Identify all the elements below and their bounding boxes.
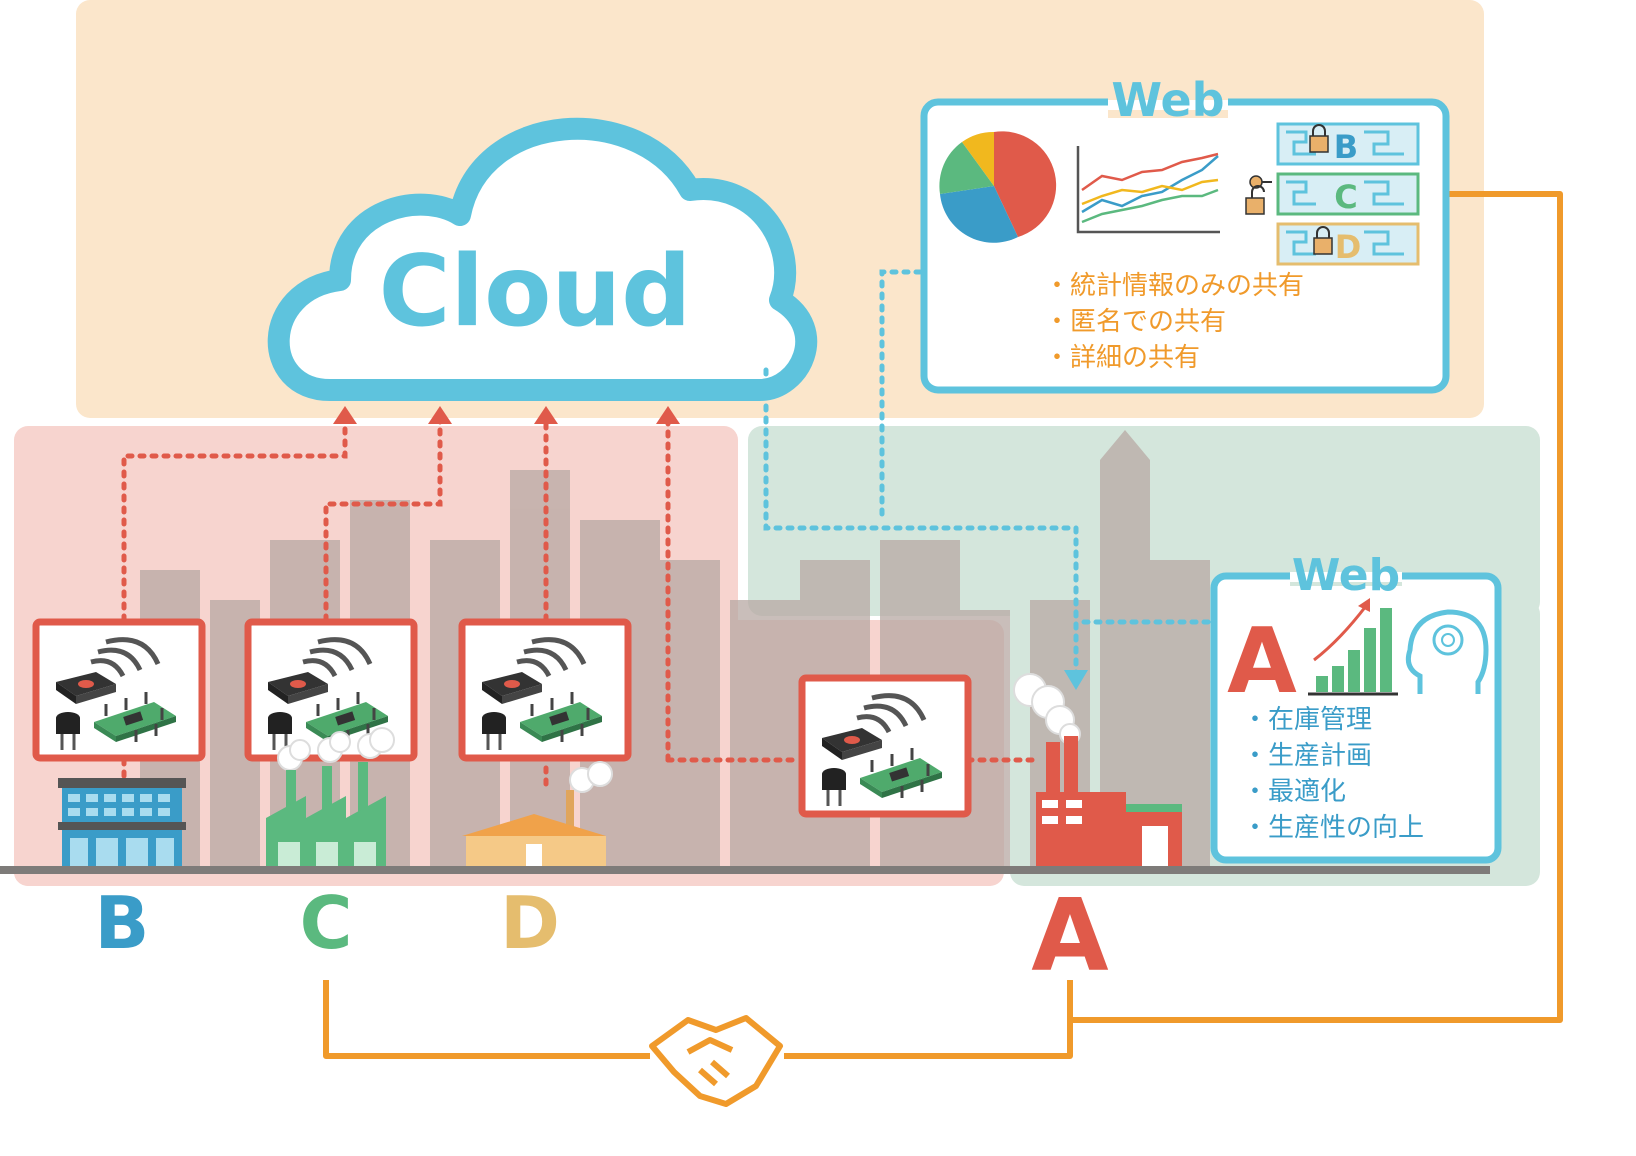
lock-card-c: C: [1276, 172, 1420, 216]
handshake-icon: [649, 1015, 783, 1107]
factory-icon-c: [266, 727, 395, 866]
company-label-b: B: [95, 881, 150, 965]
web-right-bullet-2: ・生産計画: [1242, 741, 1372, 771]
sensor-panel-d: [458, 618, 632, 762]
web-right-bullet-1: ・在庫管理: [1242, 705, 1372, 735]
upload-arrowheads: [333, 406, 680, 424]
pie-chart-icon: [939, 131, 1057, 243]
upload-paths: [121, 415, 1037, 793]
line-chart-icon: [1076, 146, 1220, 234]
web-right-big-letter: A: [1227, 609, 1297, 714]
lock-icon: [1309, 135, 1329, 153]
web-top-bullet-3: ・詳細の共有: [1044, 343, 1200, 373]
cloud-icon: [267, 117, 818, 401]
lock-letter-d: D: [1335, 228, 1362, 266]
sensor-panel-a: [798, 674, 972, 818]
web-right-bullet-4: ・生産性の向上: [1242, 813, 1424, 843]
lock-letter-b: B: [1334, 128, 1358, 166]
company-label-c: C: [300, 881, 353, 965]
bar-growth-icon: [1308, 598, 1398, 696]
web-top-title: Web: [1111, 73, 1224, 127]
ai-head-icon: [1405, 609, 1489, 694]
lock-card-b: B: [1276, 122, 1420, 166]
ground-line: [0, 866, 1490, 874]
download-arrowhead: [1064, 670, 1088, 690]
web-right-title: Web: [1292, 550, 1400, 601]
factory-icon-a: [1013, 673, 1182, 866]
company-label-a: A: [1031, 877, 1108, 994]
lock-card-d: D: [1276, 222, 1420, 266]
warehouse-icon: [462, 761, 613, 866]
web-top-bullet-2: ・匿名での共有: [1044, 307, 1226, 337]
company-label-d: D: [500, 881, 560, 965]
office-building-icon: [58, 778, 186, 866]
web-top-bullet-1: ・統計情報のみの共有: [1044, 271, 1304, 301]
cloud-label: Cloud: [379, 235, 692, 349]
web-right-bullet-3: ・最適化: [1242, 777, 1346, 807]
partnership-lines: [323, 191, 1563, 1059]
web-links: [763, 269, 1215, 679]
key-icon: [1245, 175, 1272, 215]
lock-letter-c: C: [1334, 178, 1357, 216]
sensor-panel-b: [32, 618, 206, 762]
